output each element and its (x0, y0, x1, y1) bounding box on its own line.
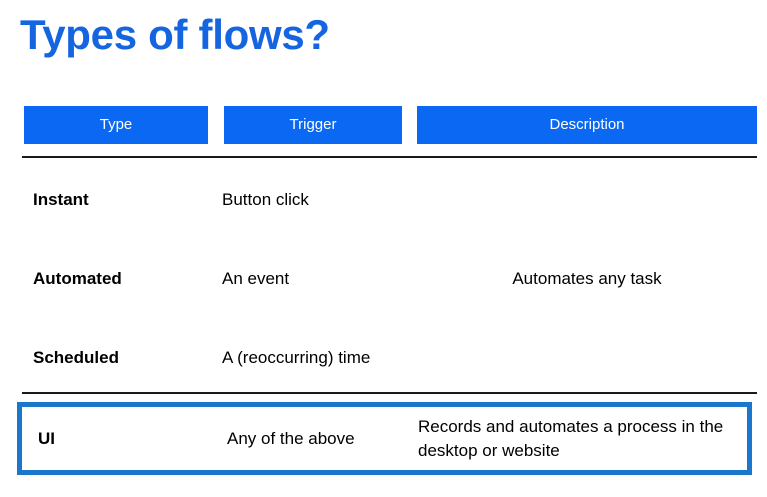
page-title: Types of flows? (20, 11, 330, 58)
column-header-trigger: Trigger (224, 106, 402, 144)
header-divider-line (22, 156, 757, 158)
table-row: Instant Button click (0, 160, 767, 239)
row-description-ui: Records and automates a process in the d… (418, 417, 724, 460)
table-row: Automated An event Automates any task (0, 239, 767, 318)
row-type-ui: UI (38, 428, 55, 448)
column-header-type: Type (24, 106, 208, 144)
row-type-instant: Instant (33, 189, 89, 209)
row-description-scheduled (417, 318, 757, 397)
pre-highlight-divider-line (22, 392, 757, 394)
row-trigger-automated: An event (222, 268, 290, 288)
row-trigger-ui: Any of the above (227, 428, 355, 448)
table-row: Scheduled A (reoccurring) time (0, 318, 767, 397)
row-trigger-instant: Button click (222, 189, 309, 209)
flows-table: Type Trigger Description (0, 100, 767, 146)
row-type-automated: Automated (33, 268, 122, 288)
highlighted-row-ui: UI Any of the above Records and automate… (17, 402, 752, 475)
row-description-instant (417, 160, 757, 239)
table-header-row: Type Trigger Description (0, 100, 767, 146)
row-description-automated: Automates any task (512, 268, 662, 288)
column-header-description: Description (417, 106, 757, 144)
row-type-scheduled: Scheduled (33, 347, 119, 367)
row-trigger-scheduled: A (reoccurring) time (222, 347, 371, 367)
